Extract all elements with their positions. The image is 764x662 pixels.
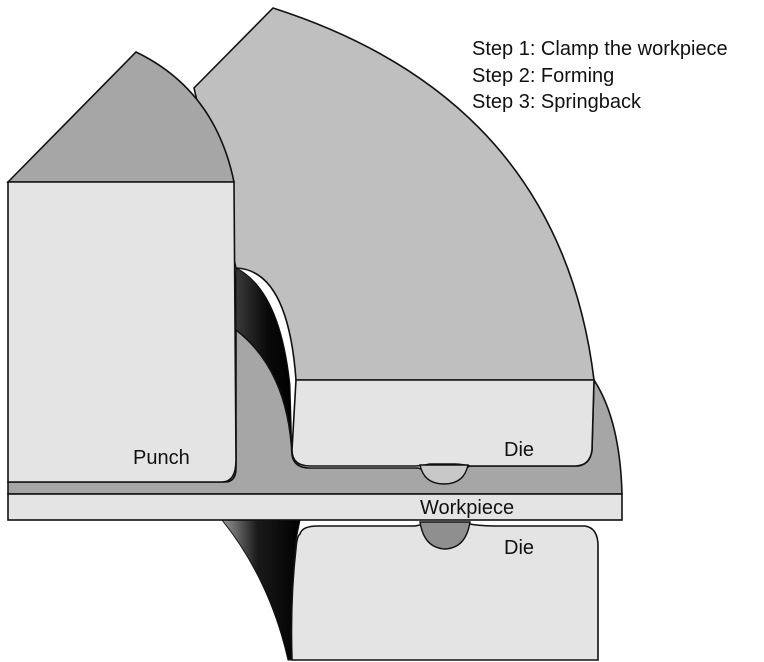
workpiece-sheet <box>7 493 623 521</box>
lower-die-label: Die <box>504 537 534 559</box>
punch-label: Punch <box>133 447 190 469</box>
upper-die-bead <box>419 464 469 485</box>
step-item: Step 1: Clamp the workpiece <box>472 38 728 60</box>
process-steps-list: Step 1: Clamp the workpiece Step 2: Form… <box>472 36 728 116</box>
lower-die-body <box>290 523 599 661</box>
upper-die-body <box>193 7 595 381</box>
workpiece-label: Workpiece <box>420 497 514 519</box>
punch-body <box>7 181 237 483</box>
punch-top <box>6 51 235 183</box>
upper-die-block <box>291 379 595 467</box>
lower-die-bead <box>419 521 471 550</box>
lower-groove-shadow <box>220 519 301 661</box>
step-item: Step 2: Forming <box>472 64 615 87</box>
step-item: Step 3: Springback <box>472 91 641 113</box>
upper-die-label: Die <box>504 439 534 461</box>
